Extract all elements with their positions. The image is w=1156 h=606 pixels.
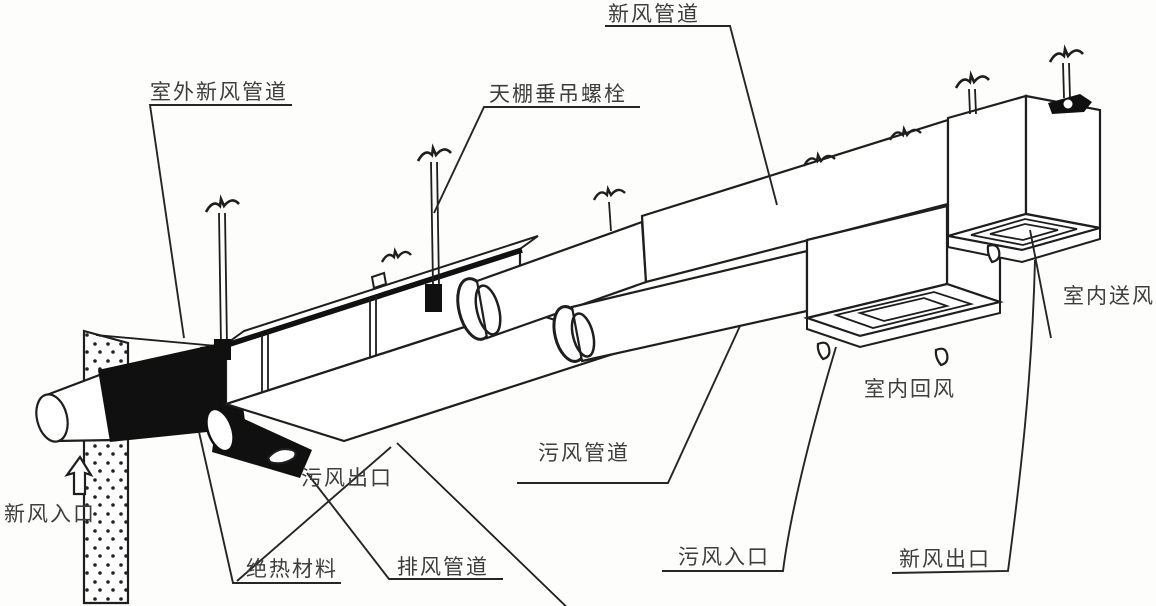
airflow-mark-icon [986, 244, 1001, 264]
ceiling-hook-icon [1048, 44, 1084, 63]
leader-exhaust-duct [306, 472, 503, 580]
suspension-bolt-middle [416, 143, 452, 312]
leader-fresh-air-outlet [891, 259, 1036, 574]
label-foul-air-inlet: 污风入口 [678, 545, 770, 569]
leader-insulation [198, 431, 392, 584]
supply-box-bolts [954, 44, 1092, 115]
ceiling-hook-icon [204, 194, 240, 213]
airflow-arrow-icon [64, 455, 94, 496]
leader-fresh-air-duct [605, 25, 778, 206]
ceiling-hook-icon [802, 151, 836, 167]
suspension-bolt-left [204, 194, 240, 360]
diffuser-opening [856, 297, 951, 322]
ceiling-hook-icon [380, 247, 412, 263]
label-ceiling-suspension-bolt: 天棚垂吊螺栓 [489, 82, 627, 106]
diffuser-opening [989, 223, 1059, 241]
labels: 新风管道 室外新风管道 天棚垂吊螺栓 室内送风 室内回风 新风入口 污风出口 污… [4, 2, 1155, 581]
label-indoor-supply-air: 室内送风 [1063, 284, 1155, 308]
airflow-mark-icon [934, 347, 949, 367]
label-fresh-air-outlet: 新风出口 [899, 547, 991, 571]
unit-access-port [370, 271, 388, 290]
supply-air-box [946, 94, 1102, 264]
airflow-mark-icon [816, 341, 831, 361]
ventilation-unit [200, 235, 642, 606]
diffuser-rim [806, 300, 1001, 349]
airflow-marks [64, 244, 1001, 496]
leader-ceiling-bolt [433, 106, 640, 214]
leader-foul-air-inlet [662, 346, 837, 572]
leader-outdoor-fresh-air-duct [148, 104, 292, 339]
leader-foul-air-duct [517, 325, 741, 484]
label-insulation-material: 绝热材料 [246, 557, 338, 581]
label-exhaust-air-duct: 排风管道 [397, 555, 489, 579]
fresh-air-duct-run [456, 118, 950, 341]
airflow-mark-icon [266, 447, 297, 465]
label-indoor-return-air: 室内回风 [864, 377, 956, 401]
ceiling-hook-icon [416, 143, 452, 162]
pipe-end-cap [35, 393, 69, 443]
label-fresh-air-duct: 新风管道 [608, 2, 700, 26]
ceiling-hook-icon [592, 185, 626, 201]
bolt-bracket [214, 339, 231, 360]
label-foul-air-duct: 污风管道 [538, 441, 630, 465]
leader-indoor-supply [1029, 229, 1052, 339]
label-foul-air-outlet: 污风出口 [301, 466, 393, 490]
label-fresh-air-inlet: 新风入口 [4, 502, 96, 526]
label-outdoor-fresh-air-duct: 室外新风管道 [150, 80, 288, 104]
ceiling-hook-icon [888, 125, 922, 141]
duct-hanger-hooks [592, 125, 922, 232]
diffuser-rim [947, 226, 1101, 264]
ceiling-hook-icon [954, 70, 990, 89]
bolt-bracket [425, 284, 442, 312]
foul-air-duct-run [552, 249, 809, 363]
exhaust-pipe-cap [205, 407, 235, 453]
leader-lines [148, 25, 1052, 584]
